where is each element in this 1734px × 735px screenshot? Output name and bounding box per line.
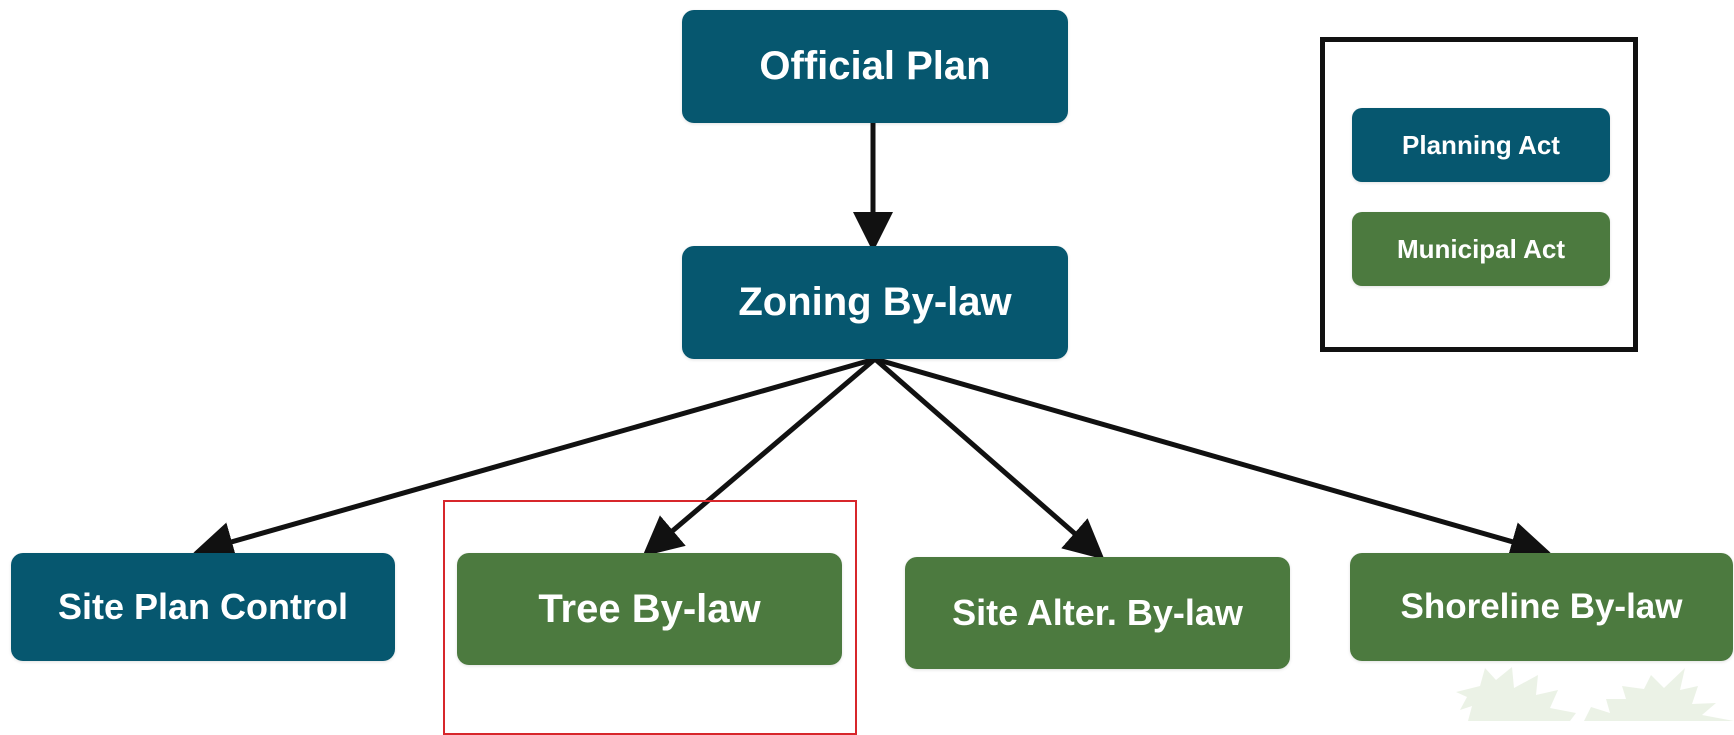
arrow-zoning-to-site-alter: [873, 357, 1105, 560]
tree-bylaw-label: Tree By-law: [538, 586, 761, 631]
shoreline-bylaw-label: Shoreline By-law: [1400, 587, 1683, 626]
shoreline-bylaw-node: Shoreline By-law: [1350, 553, 1733, 661]
arrow-zoning-to-tree: [642, 357, 877, 557]
arrow-zoning-to-site-plan: [193, 356, 876, 562]
zoning-bylaw-label: Zoning By-law: [738, 280, 1012, 324]
arrow-zoning-to-shoreline: [874, 356, 1551, 561]
official-plan-node: Official Plan: [682, 10, 1068, 123]
site-alter-bylaw-label: Site Alter. By-law: [952, 592, 1243, 633]
official-plan-label: Official Plan: [759, 44, 991, 88]
legend-planning-act: Planning Act: [1352, 108, 1610, 182]
legend-municipal-act: Municipal Act: [1352, 212, 1610, 286]
legend-planning-act-label: Planning Act: [1402, 129, 1560, 160]
legend: Planning Act Municipal Act: [1320, 37, 1638, 352]
maple-leaf-icon: [1456, 667, 1734, 721]
site-alter-bylaw-node: Site Alter. By-law: [905, 557, 1290, 669]
legend-municipal-act-label: Municipal Act: [1396, 233, 1566, 264]
tree-bylaw-node: Tree By-law: [457, 553, 842, 665]
zoning-bylaw-node: Zoning By-law: [682, 246, 1068, 359]
site-plan-control-label: Site Plan Control: [57, 586, 349, 627]
site-plan-control-node: Site Plan Control: [11, 553, 395, 661]
